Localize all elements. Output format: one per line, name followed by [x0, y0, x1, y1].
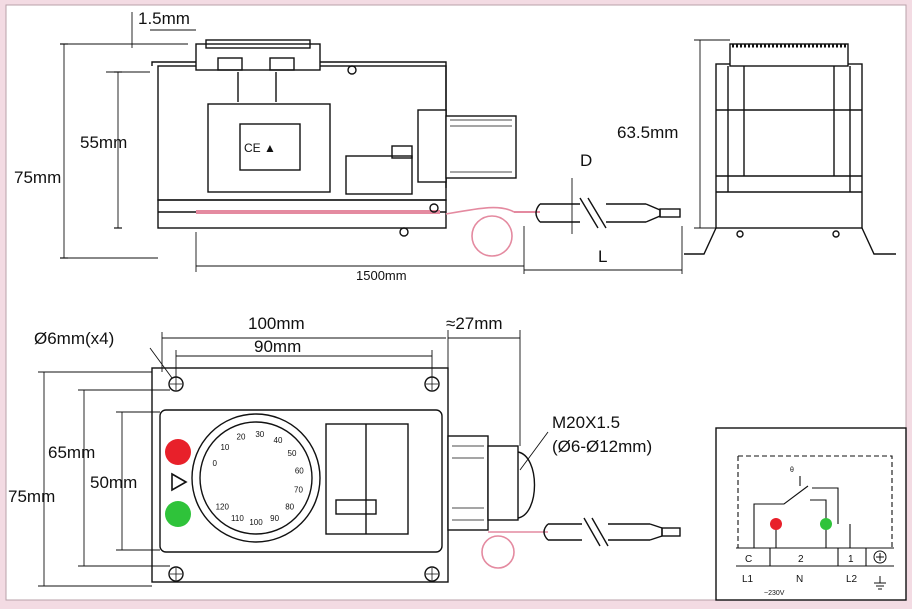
dial-number: 100	[249, 518, 263, 527]
dial-number: 70	[294, 485, 303, 494]
dial-number: 90	[270, 514, 279, 523]
front-view	[38, 330, 681, 587]
side-view	[60, 12, 683, 274]
ground-symbol-icon	[874, 576, 886, 590]
label-thickness: 1.5mm	[138, 9, 190, 28]
label-height-50: 50mm	[90, 473, 137, 492]
dial-number: 40	[274, 436, 283, 445]
mount-hole-bottom-right	[424, 566, 440, 582]
dial-number: 110	[231, 514, 244, 523]
dial-number: 120	[216, 502, 230, 511]
line-l2: L2	[846, 574, 858, 585]
dial-number: 0	[212, 459, 217, 468]
contact-mark: θ	[790, 467, 794, 474]
dial-number: 30	[255, 430, 264, 439]
label-bulb-length: L	[598, 247, 607, 266]
label-mount-holes: Ø6mm(x4)	[34, 329, 114, 348]
wiring-green-lamp	[820, 518, 832, 530]
label-width-100: 100mm	[248, 314, 305, 333]
label-capillary-length: 1500mm	[356, 268, 407, 283]
dial-number: 10	[220, 443, 229, 452]
label-height-65: 65mm	[48, 443, 95, 462]
label-gland-thread: M20X1.5	[552, 413, 620, 432]
green-indicator-lamp	[165, 501, 191, 527]
wiring-red-lamp	[770, 518, 782, 530]
terminal-2: 2	[798, 554, 804, 565]
ce-mark: CE ▲	[244, 141, 276, 155]
line-l1: L1	[742, 574, 754, 585]
earth-terminal-icon	[873, 550, 887, 564]
label-gland-offset: ≈27mm	[446, 314, 503, 333]
supply-voltage: ~230V	[764, 590, 785, 597]
terminal-1: 1	[848, 554, 854, 565]
mount-hole-bottom-left	[168, 566, 184, 582]
terminal-c: C	[745, 554, 752, 565]
label-width-90: 90mm	[254, 337, 301, 356]
end-view	[684, 39, 896, 255]
dial-number: 80	[285, 502, 294, 511]
label-front-height-75: 75mm	[8, 487, 55, 506]
label-gland-range: (Ø6-Ø12mm)	[552, 437, 652, 456]
label-height-55: 55mm	[80, 133, 127, 152]
dial-number: 50	[288, 449, 297, 458]
label-bulb-diameter: D	[580, 151, 592, 170]
line-n: N	[796, 574, 803, 585]
label-end-height: 63.5mm	[617, 123, 678, 142]
red-indicator-lamp	[165, 439, 191, 465]
dial-number: 20	[237, 433, 246, 442]
dial-number: 60	[295, 466, 304, 475]
earth-cross-icon	[876, 553, 884, 561]
label-height-75: 75mm	[14, 168, 61, 187]
